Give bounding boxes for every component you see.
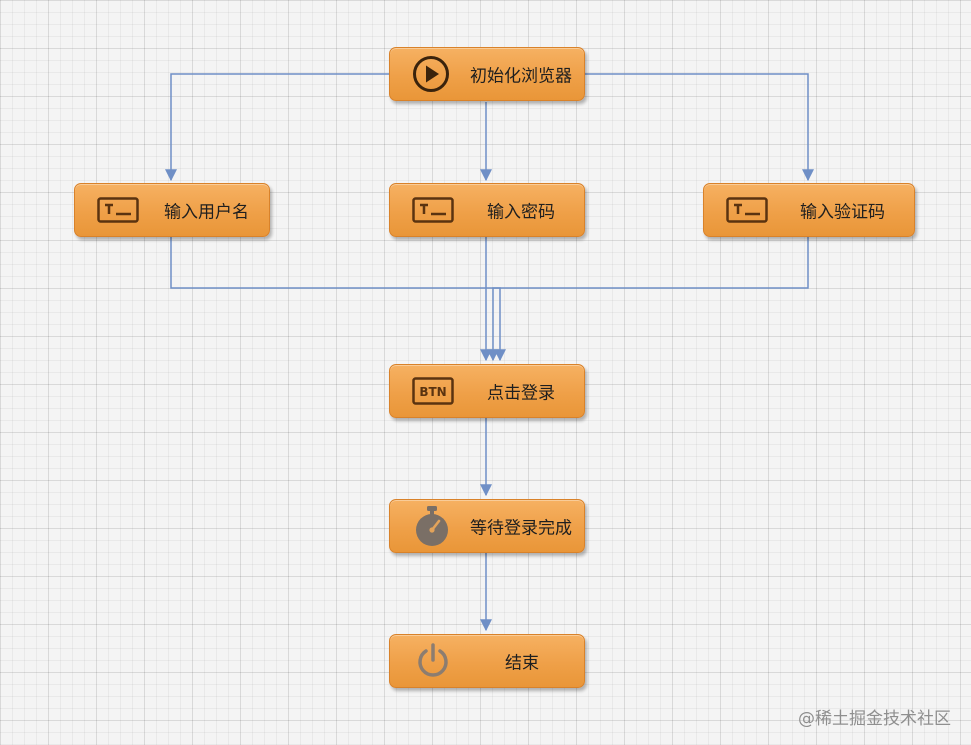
text-input-icon [726, 197, 768, 223]
power-icon [418, 643, 448, 677]
button-icon: BTN [412, 377, 454, 405]
node-label: 点击登录 [487, 383, 555, 404]
node-init-browser[interactable]: 初始化浏览器 [389, 47, 585, 101]
text-input-icon [412, 197, 454, 223]
button-icon-text: BTN [419, 385, 446, 399]
edge-init-to-captcha [584, 73, 814, 182]
edge-username-to-click-login [170, 237, 506, 362]
node-label: 等待登录完成 [470, 518, 572, 539]
node-label: 输入验证码 [800, 202, 885, 223]
edge-captcha-to-click-login [487, 237, 809, 362]
node-label: 初始化浏览器 [470, 66, 572, 87]
text-input-icon [97, 197, 139, 223]
node-label: 输入用户名 [164, 202, 249, 223]
edge-init-to-username [165, 73, 389, 182]
node-wait-login[interactable]: 等待登录完成 [389, 499, 585, 553]
node-label: 结束 [505, 653, 539, 674]
play-icon [413, 56, 449, 92]
node-input-password[interactable]: 输入密码 [389, 183, 585, 237]
node-click-login[interactable]: BTN 点击登录 [389, 364, 585, 418]
node-label: 输入密码 [487, 202, 555, 223]
node-input-username[interactable]: 输入用户名 [74, 183, 270, 237]
stopwatch-icon [416, 506, 448, 546]
node-end[interactable]: 结束 [389, 634, 585, 688]
node-input-captcha[interactable]: 输入验证码 [703, 183, 915, 237]
watermark: @稀土掘金技术社区 [798, 709, 951, 729]
